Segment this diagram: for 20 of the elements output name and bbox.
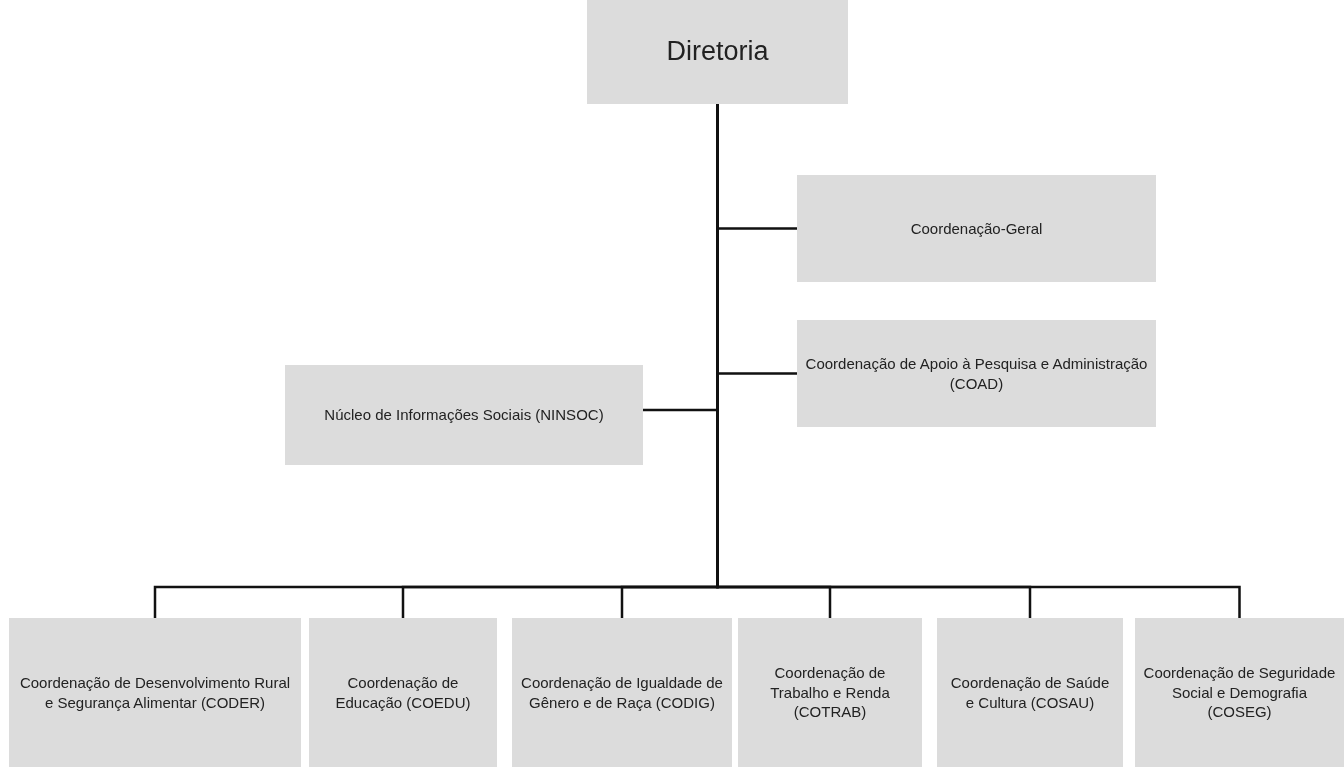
org-unit-box bbox=[738, 618, 922, 767]
org-unit-box bbox=[285, 365, 643, 465]
org-unit-box bbox=[797, 320, 1156, 427]
org-unit-box bbox=[1135, 618, 1344, 767]
unit-name: Coordenação de Educação (COEDU) bbox=[334, 673, 472, 712]
unit-name: Coordenação de Saúde e Cultura (COSAU) bbox=[949, 673, 1111, 712]
unit-name: Núcleo de Informações Sociais (NINSOC) bbox=[324, 405, 604, 425]
org-unit-box bbox=[309, 618, 497, 767]
org-unit-box bbox=[937, 618, 1123, 767]
org-unit-box bbox=[9, 618, 301, 767]
unit-name: Coordenação de Trabalho e Renda (COTRAB) bbox=[769, 663, 891, 722]
unit-name: Coordenação de Desenvolvimento Rural e Segurança Alimentar (CODER) bbox=[18, 673, 292, 712]
unit-name: Coordenação de Apoio à Pesquisa e Administração (COAD) bbox=[805, 354, 1148, 393]
org-unit-box bbox=[512, 618, 732, 767]
unit-name: Coordenação-Geral bbox=[910, 218, 1043, 239]
unit-name: Diretoria bbox=[666, 35, 769, 69]
org-unit-box bbox=[797, 175, 1156, 282]
org-unit-box bbox=[587, 0, 848, 104]
unit-name: Coordenação de Seguridade Social e Demografia (COSEG) bbox=[1143, 663, 1336, 722]
unit-name: Coordenação de Igualdade de Gênero e de Raça (CODIG) bbox=[520, 673, 724, 712]
